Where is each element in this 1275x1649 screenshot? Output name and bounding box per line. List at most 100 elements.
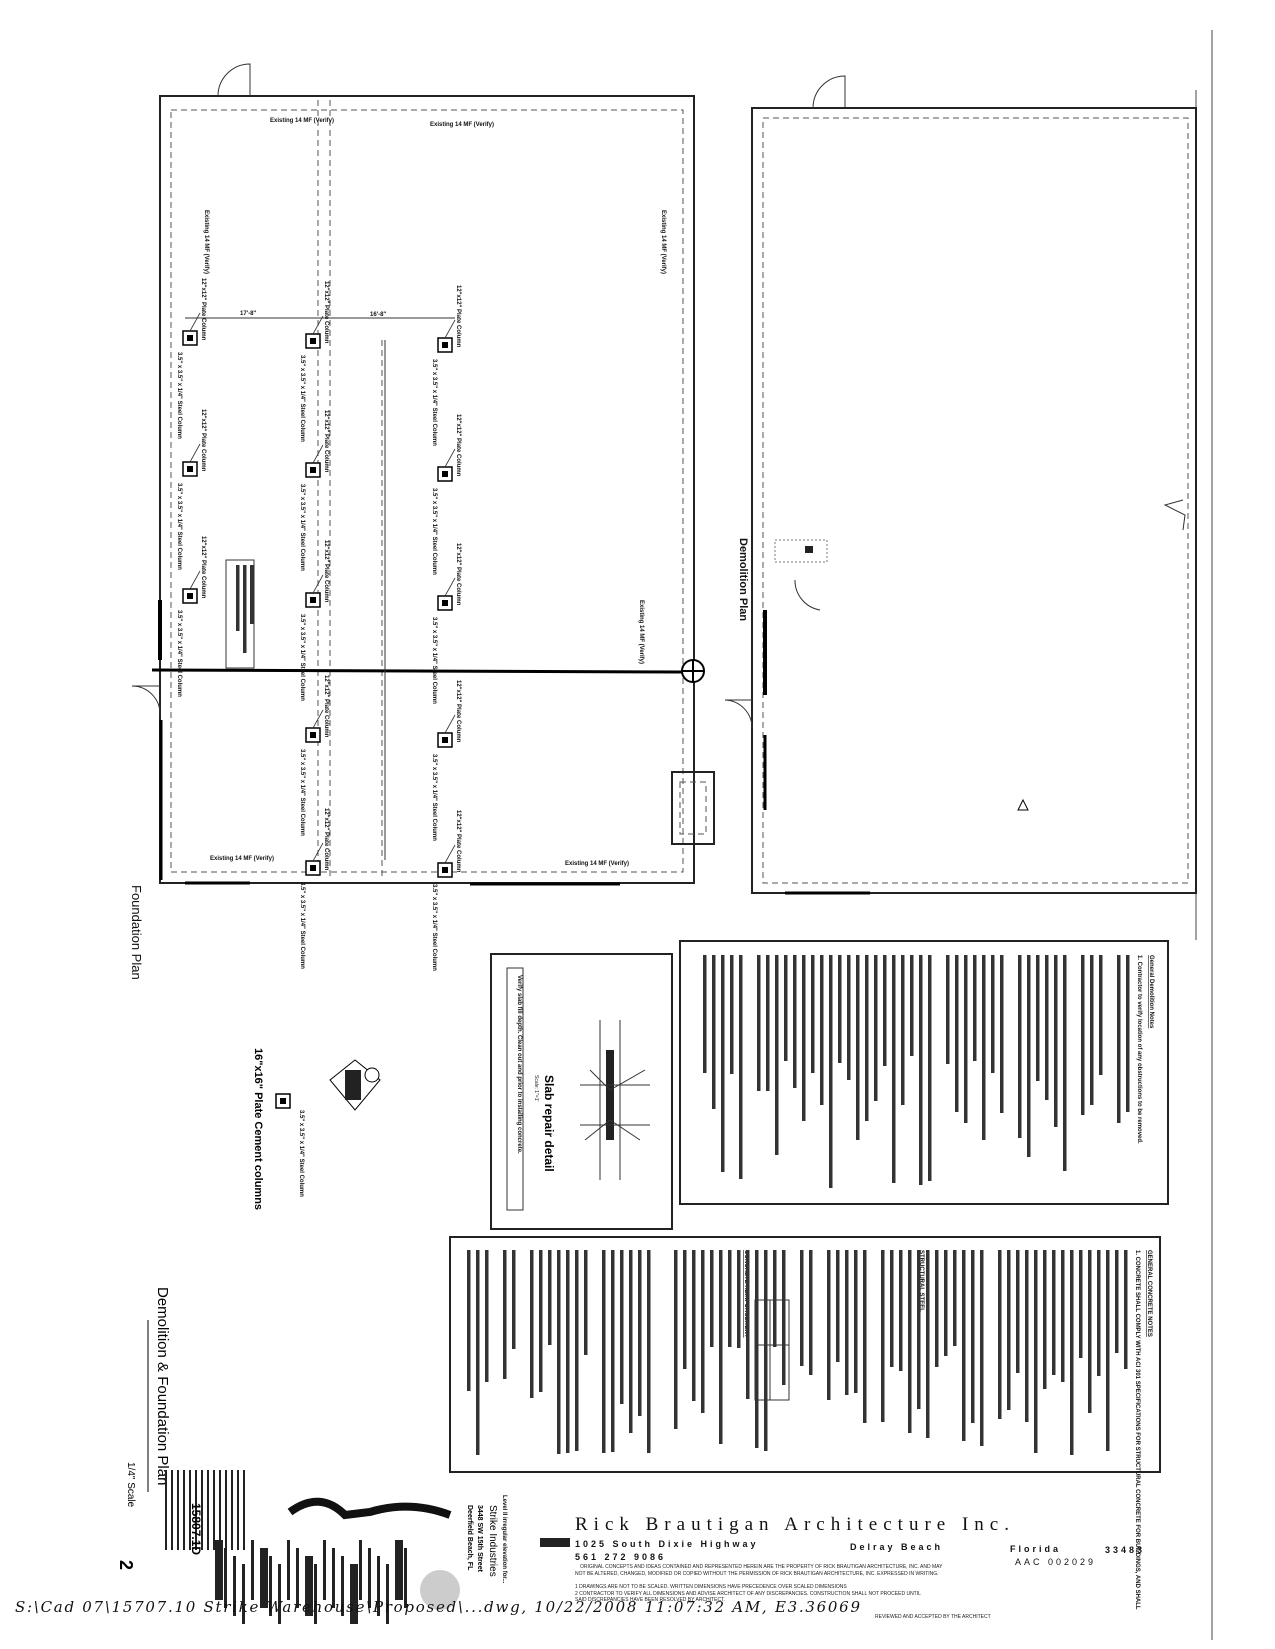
job-number: 15807.1D bbox=[189, 1503, 203, 1555]
note-line-bar bbox=[881, 1250, 885, 1422]
firm-block: Rick Brautigan Architecture Inc. 1025 So… bbox=[540, 1514, 1145, 1620]
note-line-bar bbox=[1027, 955, 1031, 1157]
notes-heading: STRUCTURAL STEEL bbox=[918, 1250, 924, 1312]
scan-artifact bbox=[386, 1564, 389, 1624]
foundation-plan: 17'-8" 16'-8" Existing 14 MF (Verify) Ex… bbox=[129, 63, 715, 980]
note-line-bar bbox=[955, 955, 959, 1112]
door-swing-icon bbox=[812, 75, 846, 109]
note-line-bar bbox=[775, 955, 779, 1155]
scan-artifact bbox=[359, 1540, 362, 1600]
note-line-bar bbox=[467, 1250, 471, 1391]
firm-zip: 33483 bbox=[1105, 1545, 1145, 1555]
note-line: 1. CONCRETE SHALL COMPLY WITH ACI 301 SP… bbox=[1134, 1250, 1140, 1610]
note-line-bar bbox=[1081, 955, 1085, 1115]
concrete-notes: GENERAL CONCRETE NOTES 1. CONCRETE SHALL… bbox=[449, 1236, 1161, 1610]
note-line-bar bbox=[674, 1250, 678, 1429]
note-line-bar bbox=[1016, 1250, 1020, 1373]
note-line-bar bbox=[737, 1250, 741, 1348]
note-line-bar bbox=[926, 1250, 930, 1438]
column-shaft bbox=[345, 1070, 361, 1100]
column-label: 3.5" x 3.5" x 1/4" Steel Column bbox=[299, 614, 305, 701]
demolition-item bbox=[805, 546, 813, 553]
sheet-scale: 1/4" Scale bbox=[125, 1462, 136, 1508]
column-label: 12"x12" Plate Column bbox=[200, 409, 206, 472]
note-line-bar bbox=[845, 1250, 849, 1395]
column-label: 3.5" x 3.5" x 1/4" Steel Column bbox=[299, 749, 305, 836]
note-line-bar bbox=[548, 1250, 552, 1345]
note-line-bar bbox=[692, 1250, 696, 1401]
note-line-bar bbox=[973, 955, 977, 1061]
column-core bbox=[310, 597, 316, 603]
leader-line bbox=[312, 709, 324, 729]
scan-artifact bbox=[278, 1564, 281, 1624]
scan-artifact bbox=[368, 1548, 371, 1608]
break-line-symbol bbox=[1163, 499, 1186, 531]
note-line-bar bbox=[928, 955, 932, 1181]
note-line-bar bbox=[793, 955, 797, 1088]
wall-label: Existing 14 MF (Verify) bbox=[638, 600, 644, 664]
wall-label: Existing 14 MF (Verify) bbox=[565, 861, 629, 867]
column-label: 12"x12" Plate Column bbox=[323, 808, 329, 871]
column-label: 3.5" x 3.5" x 1/4" Steel Column bbox=[176, 610, 182, 697]
column-label: 3.5" x 3.5" x 1/4" Steel Column bbox=[176, 483, 182, 570]
note-line-bar bbox=[800, 1250, 804, 1366]
note-line-bar bbox=[1063, 955, 1067, 1171]
project-street: 3448 SW 15th Street bbox=[476, 1505, 483, 1573]
column-label: 12"x12" Plate Column bbox=[323, 281, 329, 344]
firm-street: 1025 South Dixie Highway bbox=[575, 1539, 759, 1549]
note-line-bar bbox=[944, 1250, 948, 1356]
callout-text-bar bbox=[250, 565, 254, 624]
dowel-lines bbox=[584, 1069, 646, 1141]
note-line-bar bbox=[1090, 955, 1094, 1105]
note-line-bar bbox=[874, 955, 878, 1101]
dimension-label: 16'-8" bbox=[370, 312, 386, 318]
firm-copyright: ORIGINAL CONCEPTS AND IDEAS CONTAINED AN… bbox=[580, 1564, 943, 1570]
note-line-bar bbox=[1124, 1250, 1128, 1369]
pit-outline bbox=[671, 771, 715, 845]
column-core bbox=[442, 737, 448, 743]
note-line-bar bbox=[802, 955, 806, 1121]
notes-heading: GENERAL CONCRETE NOTES bbox=[1146, 1250, 1152, 1337]
note-line-bar bbox=[539, 1250, 543, 1392]
note-line-bar bbox=[1025, 1250, 1029, 1422]
note-line-bar bbox=[917, 1250, 921, 1409]
scan-artifact bbox=[251, 1540, 254, 1600]
note-line-bar bbox=[766, 955, 770, 1091]
scale-bar-tick bbox=[171, 1470, 173, 1550]
detail-box bbox=[490, 953, 673, 1230]
note-line-bar bbox=[901, 955, 905, 1105]
note-line-bar bbox=[1052, 1250, 1056, 1375]
note-line-bar bbox=[773, 1250, 777, 1347]
note-line-bar bbox=[910, 955, 914, 1056]
scan-artifact bbox=[215, 1540, 223, 1600]
note-line-bar bbox=[703, 955, 707, 1073]
note-line-bar bbox=[1036, 955, 1040, 1081]
scale-bar-tick bbox=[183, 1470, 185, 1550]
note-line-bar bbox=[784, 955, 788, 1061]
scan-artifact bbox=[323, 1540, 326, 1600]
note-line-bar bbox=[919, 955, 923, 1185]
note-line-bar bbox=[712, 955, 716, 1109]
leader-line bbox=[312, 574, 324, 594]
column-core bbox=[310, 865, 316, 871]
note-line-bar bbox=[719, 1250, 723, 1444]
sheet-number: 2 bbox=[116, 1560, 136, 1570]
note-line-bar bbox=[611, 1250, 615, 1452]
note-line-bar bbox=[512, 1250, 516, 1349]
note-line-bar bbox=[476, 1250, 480, 1455]
note-line-bar bbox=[827, 1250, 831, 1400]
foundation-inner-wall bbox=[170, 109, 684, 873]
leader-line bbox=[444, 577, 456, 597]
column-core bbox=[310, 732, 316, 738]
note-line-bar bbox=[602, 1250, 606, 1453]
callout-text-bar bbox=[236, 565, 240, 631]
note-line-bar bbox=[854, 1250, 858, 1393]
note-line-bar bbox=[935, 1250, 939, 1367]
column-plan-symbol-fill bbox=[280, 1098, 286, 1104]
slab-rebar bbox=[606, 1050, 614, 1140]
wall-label: Existing 14 MF (Verify) bbox=[210, 856, 274, 862]
scan-artifact bbox=[242, 1564, 245, 1624]
scan-artifact bbox=[287, 1540, 290, 1600]
scale-bar-tick bbox=[225, 1470, 227, 1550]
